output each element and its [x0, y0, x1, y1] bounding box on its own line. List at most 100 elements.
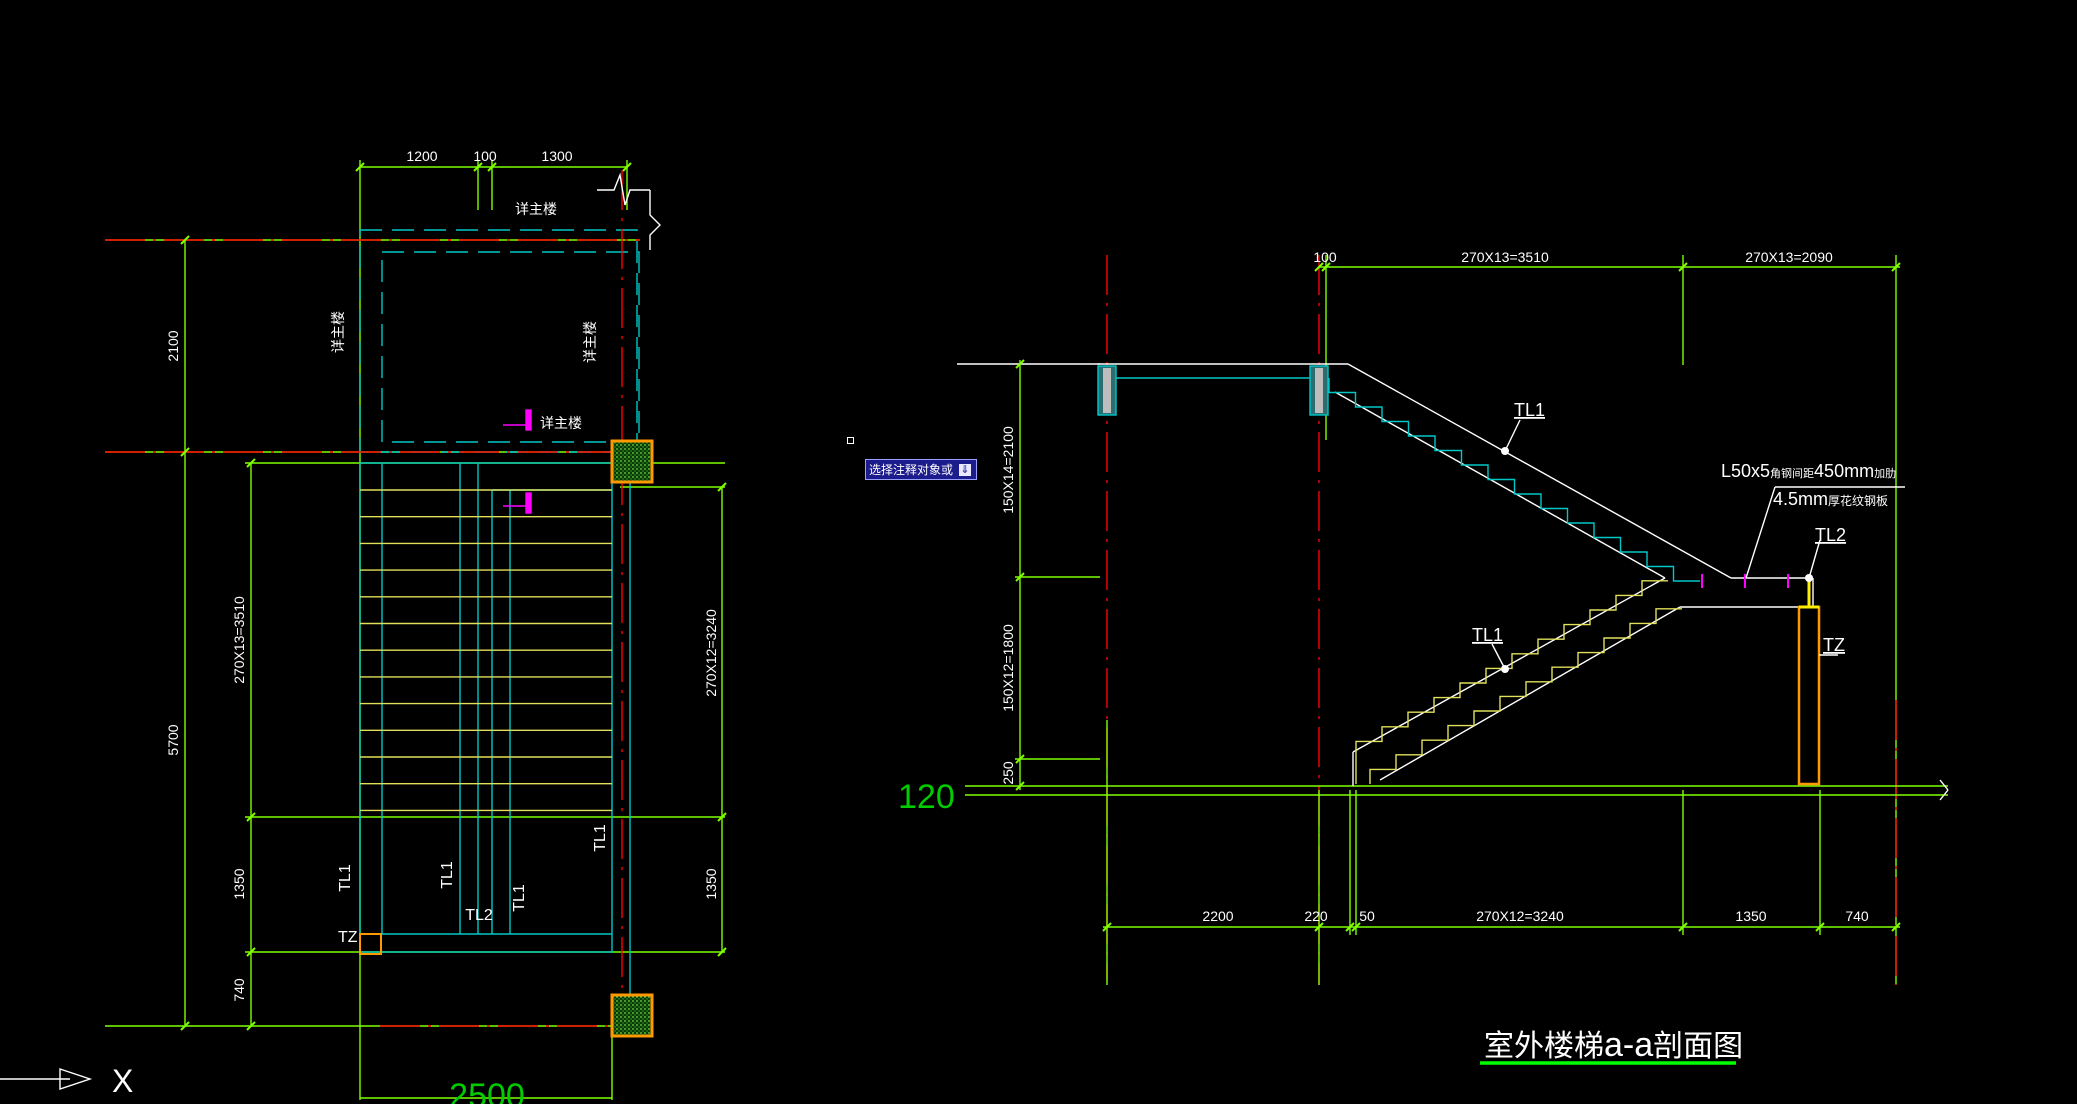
- plan-top-dim: 100: [473, 148, 497, 164]
- plan-left-dim: 2100: [165, 330, 181, 361]
- section-top-dim: 100: [1313, 249, 1337, 265]
- plan-break-symbol: [597, 172, 650, 206]
- dim-tick: [1102, 922, 1112, 932]
- section-bottom-dim: 220: [1304, 908, 1328, 924]
- dim-tick: [717, 482, 727, 492]
- plan-rebar-mark: [525, 492, 532, 514]
- expand-arrow-icon[interactable]: ⇓: [959, 462, 972, 476]
- dim-tick: [717, 812, 727, 822]
- plan-right-dim: 270X12=3240: [703, 609, 719, 697]
- plan-bottom-dim: 2500: [449, 1077, 525, 1104]
- plan-top-dim: 1300: [541, 148, 572, 164]
- section-lower-steps: [1369, 608, 1682, 784]
- plan-note: 详主楼: [582, 321, 598, 363]
- section-bottom-dim: 270X12=3240: [1476, 908, 1564, 924]
- dim-tick: [246, 1021, 256, 1031]
- section-leader-dot: [1805, 574, 1813, 582]
- dim-tick: [622, 162, 632, 172]
- plan-rebar-mark: [525, 409, 532, 431]
- section-bottom-dim: 50: [1359, 908, 1375, 924]
- section-leader: [1808, 539, 1821, 579]
- plan-beam-label: TL1: [439, 861, 456, 889]
- section-bottom-dim: 1350: [1735, 908, 1766, 924]
- dim-tick: [1314, 262, 1324, 272]
- section-leader: [1504, 419, 1521, 452]
- dim-tick: [1015, 754, 1025, 764]
- section-beam-label: TL2: [1815, 525, 1846, 545]
- section-leader: [1491, 643, 1506, 670]
- plan-right-dim: 1350: [703, 868, 719, 899]
- command-tooltip[interactable]: 选择注释对象或 ⇓: [865, 459, 978, 480]
- section-leader-dot: [1501, 447, 1509, 455]
- plan-left-dim: 5700: [165, 724, 181, 755]
- dim-tick: [1891, 922, 1901, 932]
- dim-tick: [180, 1021, 190, 1031]
- tooltip-text: 选择注释对象或: [869, 463, 954, 477]
- dim-tick: [1815, 922, 1825, 932]
- dim-tick: [180, 235, 190, 245]
- section-wall-block: [1097, 365, 1117, 416]
- ucs-icon: X: [0, 1063, 133, 1099]
- plan-main-building-outline: [381, 251, 640, 443]
- section-lower-flight: [1352, 577, 1666, 753]
- section-elevation: 120: [898, 778, 955, 816]
- dim-tick: [246, 458, 256, 468]
- section-break-symbol: [1939, 789, 1949, 801]
- plan-note: 详主楼: [330, 311, 346, 353]
- section-top-dim: 270X13=3510: [1461, 249, 1549, 265]
- section-left-dim: 150X12=1800: [1000, 624, 1016, 712]
- plan-column-label: TZ: [338, 929, 358, 946]
- section-upper-flight: [1334, 391, 1666, 579]
- section-column-label: TZ: [1823, 635, 1845, 655]
- section-leader-dot: [1501, 665, 1509, 673]
- plan-inner-dim: 1350: [231, 868, 247, 899]
- plan-main-building-outline: [359, 229, 638, 453]
- dim-tick: [717, 947, 727, 957]
- plan-inner-dim: 740: [231, 978, 247, 1002]
- section-note-profile: L50x5角钢间距450mm加肋: [1721, 461, 1896, 481]
- section-bottom-dim: 740: [1845, 908, 1869, 924]
- dim-tick: [473, 162, 483, 172]
- dim-tick: [1015, 359, 1025, 369]
- dim-tick: [487, 162, 497, 172]
- plan-beam-label: TL1: [511, 884, 528, 912]
- section-upper-steps: [1328, 378, 1700, 582]
- cursor-pickbox: [847, 437, 854, 444]
- plan-stair-outline: [359, 462, 613, 953]
- dim-tick: [1678, 922, 1688, 932]
- dim-tick: [1345, 922, 1355, 932]
- section-note-plate: 4.5mm厚花纹钢板: [1773, 489, 1888, 509]
- plan-beam-label: TL2: [465, 907, 493, 924]
- plan-column-hatched: [610, 439, 654, 484]
- section-leader: [1745, 486, 1776, 579]
- plan-column-tz: [359, 933, 382, 955]
- plan-break-symbol: [649, 190, 661, 250]
- dim-tick: [246, 812, 256, 822]
- section-bottom-dim: 2200: [1202, 908, 1233, 924]
- dim-tick: [180, 447, 190, 457]
- section-wall-block: [1309, 365, 1329, 416]
- section-top-dim: 270X13=2090: [1745, 249, 1833, 265]
- dim-tick: [1015, 572, 1025, 582]
- section-beam-label: TL1: [1514, 400, 1545, 420]
- section-break-symbol: [1939, 779, 1949, 791]
- section-beam-label: TL1: [1472, 625, 1503, 645]
- section-left-dim: 250: [1000, 761, 1016, 785]
- section-left-dim: 150X14=2100: [1000, 426, 1016, 514]
- plan-beam-label: TL1: [337, 864, 354, 892]
- dim-tick: [1678, 262, 1688, 272]
- dim-tick: [1015, 781, 1025, 791]
- ucs-x-label: X: [112, 1063, 133, 1099]
- plan-beam-label: TL1: [592, 824, 609, 852]
- dim-tick: [1891, 262, 1901, 272]
- section-lower-flight: [1379, 606, 1681, 781]
- plan-column-hatched: [610, 993, 654, 1038]
- dim-tick: [1351, 922, 1361, 932]
- dim-tick: [355, 162, 365, 172]
- plan-top-dim: 1200: [406, 148, 437, 164]
- dim-tick: [246, 947, 256, 957]
- dim-tick: [1314, 922, 1324, 932]
- dim-tick: [1321, 262, 1331, 272]
- section-lower-steps: [1355, 580, 1668, 784]
